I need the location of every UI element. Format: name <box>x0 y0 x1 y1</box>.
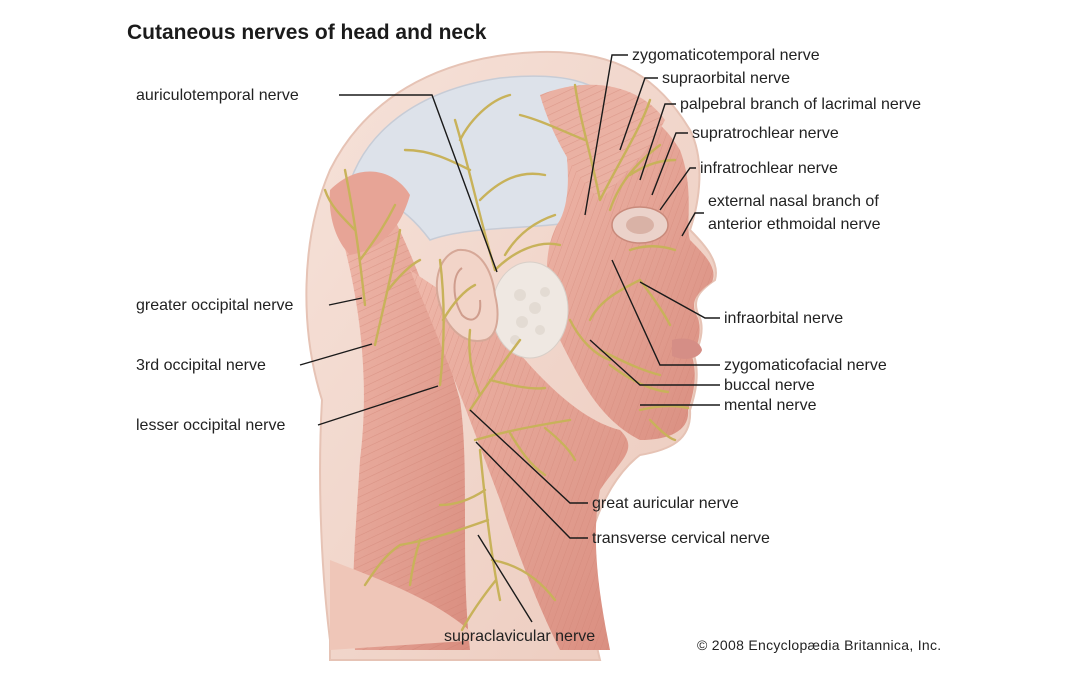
label-external-nasal-line1: external nasal branch of <box>708 193 879 210</box>
label-auriculotemporal: auriculotemporal nerve <box>136 87 299 104</box>
label-mental: mental nerve <box>724 397 817 414</box>
label-supraclavicular: supraclavicular nerve <box>444 628 596 645</box>
lips <box>672 338 702 359</box>
leader-supraorbital <box>619 77 658 151</box>
leader-infraorbital <box>639 281 720 319</box>
label-lesser-occipital: lesser occipital nerve <box>136 417 286 434</box>
leader-zygomaticotemporal <box>584 54 628 216</box>
copyright-notice: © 2008 Encyclopædia Britannica, Inc. <box>697 637 942 653</box>
leader-infratrochlear <box>659 167 696 211</box>
leader-third-occipital <box>299 343 373 366</box>
label-infratrochlear: infratrochlear nerve <box>700 160 838 177</box>
leader-greater-occipital <box>328 297 363 306</box>
leader-lesser-occipital <box>317 385 439 426</box>
leader-palpebral <box>639 103 676 181</box>
label-great-auricular: great auricular nerve <box>592 495 739 512</box>
leader-great-auricular <box>469 409 588 504</box>
leader-supraclavicular <box>477 534 533 623</box>
label-supratrochlear: supratrochlear nerve <box>692 125 839 142</box>
leader-zygomaticofacial <box>611 259 720 366</box>
label-third-occipital: 3rd occipital nerve <box>136 357 266 374</box>
leader-external-nasal <box>681 212 704 237</box>
label-zygomaticotemporal: zygomaticotemporal nerve <box>632 47 820 64</box>
ear <box>435 248 499 342</box>
label-zygomaticofacial: zygomaticofacial nerve <box>724 357 887 374</box>
leader-supratrochlear <box>651 132 688 196</box>
label-external-nasal-line2: anterior ethmoidal nerve <box>708 216 881 233</box>
leader-lines <box>299 54 720 623</box>
label-infraorbital: infraorbital nerve <box>724 310 844 327</box>
label-transverse-cervical: transverse cervical nerve <box>592 530 770 547</box>
leader-auriculotemporal <box>339 94 498 273</box>
label-supraorbital: supraorbital nerve <box>662 70 791 87</box>
label-palpebral: palpebral branch of lacrimal nerve <box>680 96 922 113</box>
label-buccal: buccal nerve <box>724 377 815 394</box>
nerve-network <box>323 83 690 632</box>
leader-buccal <box>589 339 720 386</box>
diagram-title: Cutaneous nerves of head and neck <box>127 21 487 44</box>
label-greater-occipital: greater occipital nerve <box>136 297 294 314</box>
leader-transverse-cervical <box>475 441 588 539</box>
